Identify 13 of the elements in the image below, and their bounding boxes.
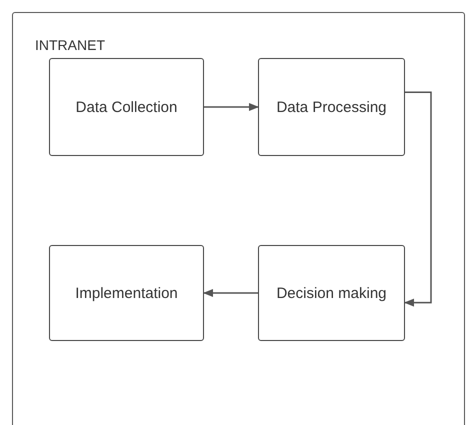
process-box xyxy=(49,58,204,156)
arrow xyxy=(204,103,259,111)
process-box xyxy=(258,58,405,156)
container-frame xyxy=(12,12,465,425)
process-box xyxy=(258,245,405,341)
box-label: Data Collection xyxy=(76,98,178,118)
box-label: Implementation xyxy=(75,284,178,304)
box-label: Data Processing xyxy=(276,98,387,118)
arrow xyxy=(203,289,258,297)
arrow xyxy=(404,92,432,307)
process-box xyxy=(49,245,204,341)
container-title: INTRANET xyxy=(35,36,105,55)
box-label: Decision making xyxy=(276,284,387,304)
